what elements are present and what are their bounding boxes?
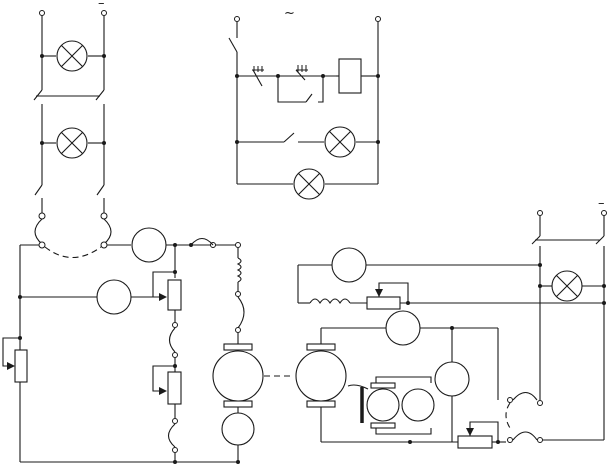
terminal [172, 418, 178, 424]
terminal [375, 16, 381, 22]
terminal [537, 437, 543, 443]
terminal [172, 352, 178, 358]
terminal [172, 447, 178, 453]
terminal [235, 327, 241, 333]
terminal [39, 10, 45, 16]
motor-circuit: – [295, 196, 607, 449]
double-pole-switch-icon [33, 89, 105, 101]
ammeter-icon [221, 412, 255, 446]
dc-symbol: – [598, 196, 605, 211]
lamp-icon [551, 270, 583, 302]
voltmeter-icon [96, 279, 132, 315]
voltmeter-icon [434, 361, 470, 397]
coil-icon [309, 298, 351, 305]
lamp-icon [293, 168, 325, 200]
dc-supply-right: – [531, 196, 607, 443]
terminal [172, 322, 178, 328]
terminal [234, 16, 240, 22]
rheostat-icon [457, 421, 499, 449]
terminal [537, 400, 543, 406]
terminal [100, 212, 108, 220]
generator-circuit [2, 227, 294, 464]
relay-coil-icon [338, 58, 362, 94]
double-pole-switch-icon [531, 235, 605, 245]
dc-supply-left: – [33, 0, 112, 258]
terminal [235, 291, 241, 297]
terminal [537, 210, 543, 216]
pushbutton-icon [295, 65, 308, 81]
terminal [38, 241, 46, 249]
rheostat-icon [366, 296, 401, 310]
lamp-icon [56, 127, 88, 159]
motor-icon [295, 343, 347, 408]
ac-supply: ~ [228, 6, 381, 200]
switch-icon [34, 184, 105, 196]
dc-symbol: – [98, 0, 105, 11]
ammeter-icon [385, 310, 421, 346]
ammeter-icon [331, 247, 367, 283]
ac-symbol: ~ [284, 6, 295, 21]
terminal [101, 10, 107, 16]
rheostat-icon [152, 271, 182, 311]
rheostat-icon [152, 365, 182, 405]
ammeter-icon [131, 227, 167, 263]
pushbutton-icon [252, 66, 264, 87]
rheostat-icon [2, 336, 28, 383]
field-circuit [297, 247, 606, 310]
lamp-icon [324, 126, 356, 158]
terminal [38, 212, 46, 220]
generator-icon [212, 343, 264, 408]
terminal [507, 397, 513, 403]
terminal [601, 210, 607, 216]
tachometer-icon [360, 382, 400, 429]
terminal [507, 437, 513, 443]
lamp-icon [56, 40, 88, 72]
terminal [100, 241, 108, 249]
voltmeter-icon [401, 388, 435, 422]
coil-icon [236, 248, 242, 292]
terminal [235, 242, 241, 248]
